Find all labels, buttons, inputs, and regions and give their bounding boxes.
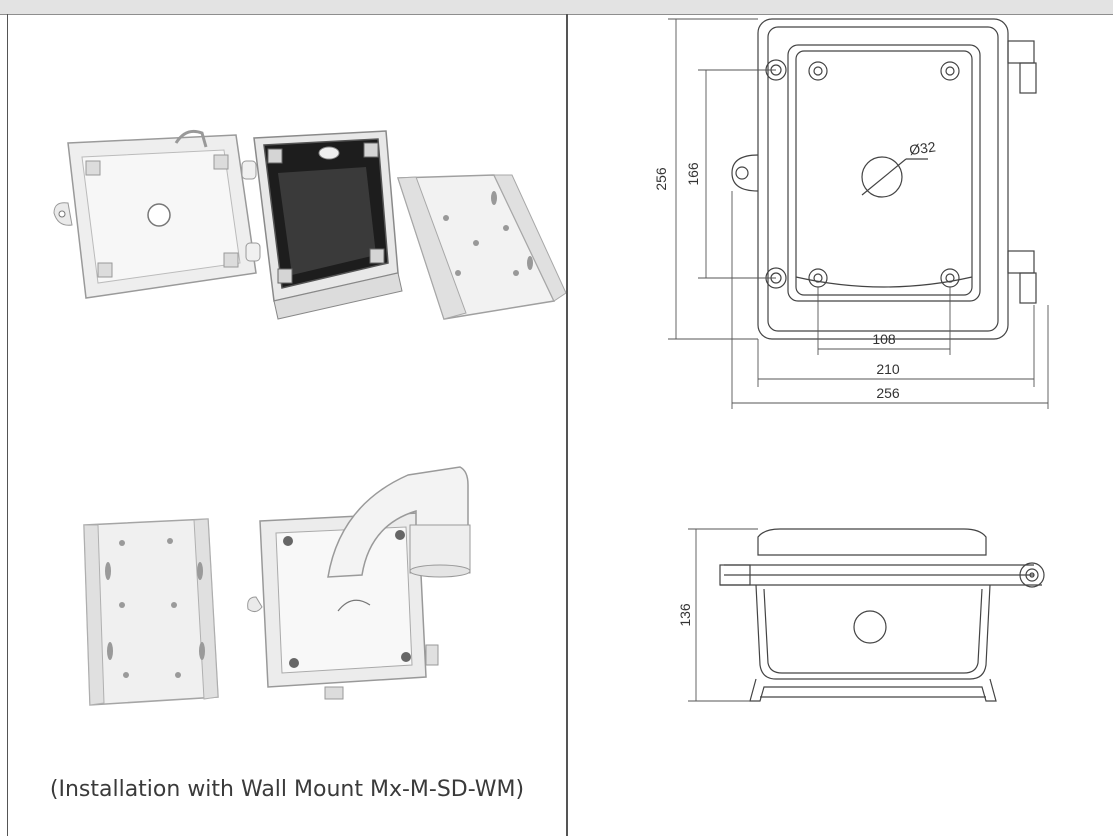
column-divider: [566, 14, 568, 836]
caption: (Installation with Wall Mount Mx-M-SD-WM…: [49, 777, 525, 802]
dim-height-inner: 166: [685, 162, 701, 186]
left-cell: (Installation with Wall Mount Mx-M-SD-WM…: [8, 15, 566, 836]
open-box-photo: [53, 129, 566, 320]
dim-hole: Ø32: [908, 138, 937, 158]
dim-width-outer: 256: [876, 385, 900, 401]
front-view-drawing: 256 166 Ø32 108 210 256: [653, 18, 1049, 409]
dim-height-outer: 256: [653, 167, 669, 191]
wall-mount-photo: [83, 466, 471, 706]
table-frame: [7, 14, 1113, 836]
dim-depth: 136: [677, 603, 693, 627]
right-cell: 256 166 Ø32 108 210 256: [568, 15, 1113, 836]
dim-width-holes: 108: [872, 331, 896, 347]
dim-width-inner: 210: [876, 361, 900, 377]
side-view-drawing: 136: [677, 528, 1045, 702]
table-header-bar: [0, 0, 1113, 15]
